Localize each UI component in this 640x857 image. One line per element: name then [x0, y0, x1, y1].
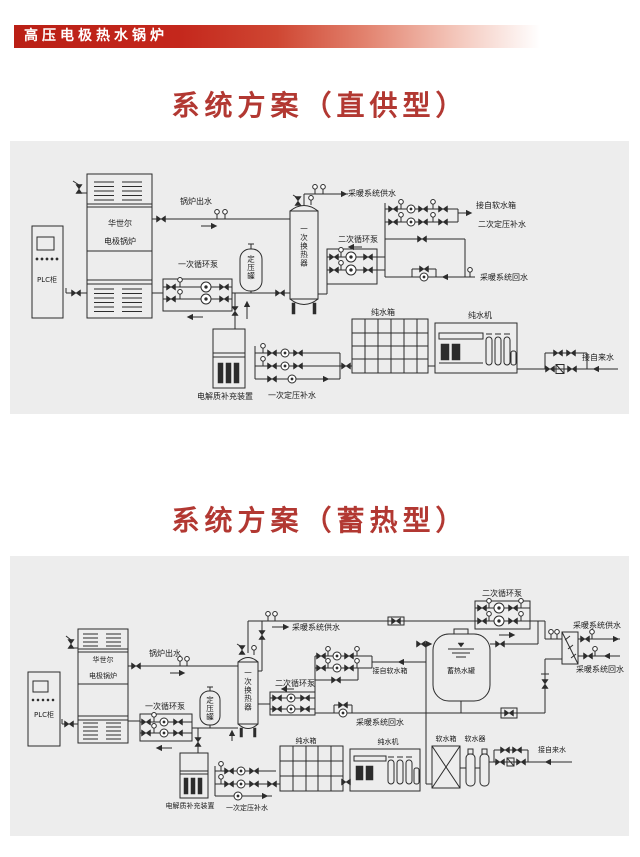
- boiler-outlet-pipe: 锅炉出水: [152, 196, 290, 230]
- drain-to-electrolyte: [194, 728, 202, 753]
- label-soft-tank: 软水箱: [436, 734, 457, 743]
- boiler-louvers-bottom: [94, 288, 142, 312]
- pure-water-machine: 纯水机: [341, 737, 421, 792]
- secondary-pump-group-top: 二次循环泵: [474, 588, 562, 640]
- boiler-louvers-bottom: [83, 722, 121, 740]
- label-heating-supply-right: 采暖系统供水: [573, 620, 621, 630]
- electrolyte-device: 电解质补充装置: [166, 752, 215, 810]
- primary-pump-group: 一次循环泵: [152, 259, 290, 321]
- label-plc: PLC柜: [37, 275, 57, 284]
- label-pump-primary: 一次循环泵: [178, 259, 218, 269]
- tap-water-inlet: 接自来水: [517, 349, 618, 374]
- label-heating-return-right: 采暖系统回水: [576, 664, 624, 674]
- pure-water-tank: 纯水箱: [279, 736, 344, 792]
- secondary-pump-group-mid: 二次循环泵: [258, 678, 316, 716]
- secondary-pump-group: 二次循环泵: [326, 234, 385, 294]
- diagram-heat-storage: PLC柜 华世尔 电极锅炉: [10, 556, 629, 836]
- label-pure-tank: 纯水箱: [371, 307, 395, 317]
- expansion-tank: 定压罐: [199, 686, 236, 741]
- label-storage-tank: 蓄热水罐: [447, 666, 475, 675]
- label-expansion-tank: 定压罐: [246, 254, 255, 281]
- label-boiler-name: 电极锅炉: [104, 236, 136, 246]
- plate-hx-drop-line: [541, 658, 562, 713]
- label-pump-secondary: 二次循环泵: [275, 678, 315, 688]
- drain-to-electrolyte: [231, 293, 251, 329]
- secondary-makeup-pumps: 接自软水箱: [314, 640, 433, 785]
- diagram-direct-supply: PLC柜 华世尔 电极锅炉: [10, 141, 629, 414]
- plc-cabinet: PLC柜: [31, 225, 64, 319]
- label-makeup-primary: 一次定压补水: [268, 390, 316, 400]
- label-electrolyte: 电解质补充装置: [166, 801, 215, 810]
- primary-heat-exchanger: 一次换热器: [289, 194, 327, 315]
- diagram-direct-supply-svg: PLC柜 华世尔 电极锅炉: [31, 173, 618, 401]
- label-from-tap: 接自来水: [538, 745, 566, 754]
- label-pump-primary: 一次循环泵: [145, 701, 185, 711]
- primary-makeup-pumps: 一次定压补水: [254, 343, 352, 400]
- secondary-makeup-pumps: 接自软水箱 二次定压补水: [384, 199, 526, 277]
- label-heating-return: 采暖系统回水: [480, 272, 528, 282]
- plc-cabinet: PLC柜: [27, 671, 61, 747]
- label-pure-machine: 纯水机: [378, 737, 399, 746]
- water-softener: 软水器: [460, 734, 490, 787]
- label-heat-exchanger: 一次换热器: [243, 669, 252, 712]
- label-expansion-tank: 定压罐: [205, 695, 214, 722]
- label-from-soft-tank: 接自软水箱: [373, 666, 408, 675]
- label-pure-machine: 纯水机: [468, 310, 492, 320]
- label-heating-supply: 采暖系统供水: [348, 188, 396, 198]
- label-electrolyte: 电解质补充装置: [197, 391, 253, 401]
- heating-supply-right-line: 采暖系统供水: [573, 620, 621, 643]
- heating-supply-line: 采暖系统供水: [248, 611, 475, 632]
- label-makeup-secondary: 二次定压补水: [478, 219, 526, 229]
- label-from-tap: 接自来水: [582, 352, 614, 362]
- label-boiler-out: 锅炉出水: [149, 648, 181, 658]
- boiler-louvers-top: [83, 633, 121, 647]
- label-heating-return: 采暖系统回水: [356, 717, 404, 727]
- label-makeup-primary: 一次定压补水: [226, 803, 268, 812]
- electrode-boiler: 华世尔 电极锅炉: [61, 628, 129, 744]
- tap-water-inlet: 接自来水: [489, 745, 572, 767]
- label-softener: 软水器: [465, 734, 486, 743]
- label-plc: PLC柜: [34, 710, 54, 719]
- hx-safety-valve-icon: [236, 621, 257, 656]
- page-banner: 高压电极热水锅炉: [14, 25, 562, 48]
- primary-heat-exchanger: 一次换热器: [236, 621, 266, 738]
- label-heat-exchanger: 一次换热器: [299, 225, 308, 268]
- heating-return-line: 采暖系统回水: [315, 701, 545, 727]
- label-boiler-brand: 华世尔: [108, 218, 132, 228]
- section-title-direct: 系统方案（直供型）: [171, 89, 469, 122]
- label-boiler-name: 电极锅炉: [89, 671, 117, 680]
- boiler-drain-valve-icon: [65, 288, 87, 297]
- heating-supply-line: 采暖系统供水: [304, 184, 396, 198]
- electrolyte-device: 电解质补充装置: [197, 328, 253, 401]
- label-pump-secondary-top: 二次循环泵: [482, 588, 522, 598]
- diagram-heat-storage-svg: PLC柜 华世尔 电极锅炉: [27, 588, 624, 812]
- pure-water-tank: 纯水箱: [351, 307, 429, 374]
- label-pure-tank: 纯水箱: [296, 736, 317, 745]
- heat-storage-tank: 蓄热水罐: [432, 621, 539, 713]
- plate-heat-exchanger: [561, 631, 579, 665]
- label-heating-supply: 采暖系统供水: [292, 622, 340, 632]
- pure-water-machine: 纯水机: [428, 310, 518, 374]
- boiler-drain-valve-icon: [61, 719, 78, 728]
- expansion-tank: 定压罐: [239, 243, 263, 293]
- boiler-outlet-pipe: 锅炉出水: [128, 648, 238, 677]
- primary-pump-group: 一次循环泵: [128, 701, 238, 752]
- boiler-louvers-top: [94, 181, 142, 201]
- safety-valve-icon: [72, 180, 87, 194]
- heating-return-right-line: 采暖系统回水: [576, 646, 624, 674]
- safety-valve-icon: [65, 635, 78, 649]
- primary-makeup-pumps: 一次定压补水: [214, 761, 280, 812]
- label-boiler-brand: 华世尔: [93, 655, 114, 664]
- label-from-soft-tank: 接自软水箱: [476, 200, 516, 210]
- hx-safety-valve-icon: [292, 194, 314, 206]
- soft-water-tank: 软水箱: [431, 734, 461, 789]
- label-boiler-out: 锅炉出水: [180, 196, 212, 206]
- heating-return-line: 采暖系统回水: [385, 265, 528, 282]
- electrode-boiler: 华世尔 电极锅炉: [65, 173, 153, 319]
- label-pump-secondary: 二次循环泵: [338, 234, 378, 244]
- section-title-storage: 系统方案（蓄热型）: [171, 504, 469, 537]
